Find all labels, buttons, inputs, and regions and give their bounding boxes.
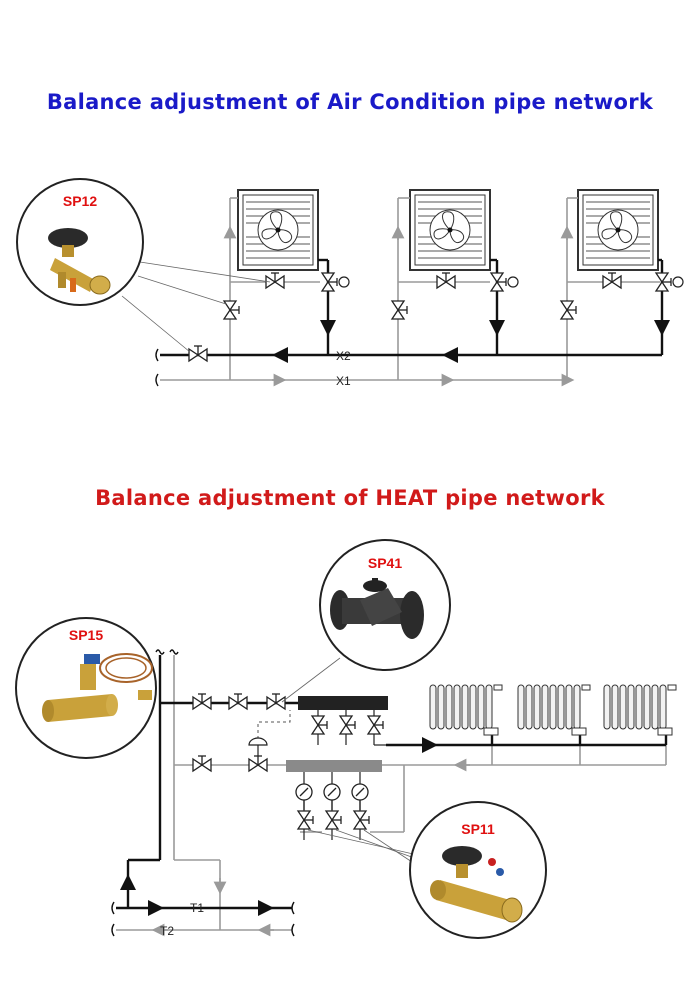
radiator-1 [429,684,503,730]
fcu1-valve [265,272,285,289]
air-section-title: Balance adjustment of Air Condition pipe… [46,90,654,114]
heat-shutoff-valve [192,693,212,710]
radiator-3 [603,684,677,730]
sp15-label: SP15 [69,627,103,643]
sp12-label: SP12 [63,193,97,209]
radiator-2 [517,684,591,730]
air-return-label: X1 [336,374,351,388]
fcu3-riser-valve [560,300,577,320]
air-supply-label: X2 [336,349,351,363]
sp41-callout: SP41 [281,539,451,703]
sp41-label: SP41 [368,555,402,571]
return-branch-valve-3 [353,810,370,830]
fan-coil-unit-2 [409,189,491,271]
supply-branch-valve-3 [367,715,384,735]
sp11-callout: SP11 [307,801,547,939]
fcu1-riser-valve [223,300,240,320]
heat-return-valve [192,755,212,772]
sp41-strainer-icon [330,578,424,639]
heat-network: T1 T2 SP41 SP15 [15,539,677,939]
heat-return-label: T2 [160,924,174,938]
fcu2-valve [436,272,456,289]
sp12-callout: SP12 [16,178,271,353]
sp15-diff-valve-icon [42,653,153,722]
air-network: X2 X1 SP12 [16,178,684,388]
sp12-valve-icon [48,228,111,295]
main-balancing-valve [188,345,208,362]
fan-coil-unit-3 [577,189,659,271]
pressure-gauge-2 [323,783,341,811]
return-manifold [286,760,382,772]
fcu3-valve [602,272,622,289]
supply-branch-valve-1 [311,715,328,735]
heat-section-title: Balance adjustment of HEAT pipe network [95,486,605,510]
fcu2-riser-valve [391,300,408,320]
supply-manifold [298,696,388,710]
sp11-balancing-valve-icon [430,846,523,923]
sp15-callout: SP15 [15,617,157,759]
heat-supply-label: T1 [190,901,204,915]
supply-branch-valve-2 [339,715,356,735]
return-branch-valve-2 [325,810,342,830]
pressure-gauge-1 [295,783,313,811]
fcu1-control-valve [321,272,338,292]
heat-check-valve [228,693,248,710]
fan-coil-unit-1 [237,189,319,271]
return-branch-valve-1 [297,810,314,830]
sp11-label: SP11 [461,821,495,837]
fcu2-control-valve [490,272,507,292]
pressure-gauge-3 [351,783,369,811]
heat-diff-pressure-valve [248,755,268,772]
